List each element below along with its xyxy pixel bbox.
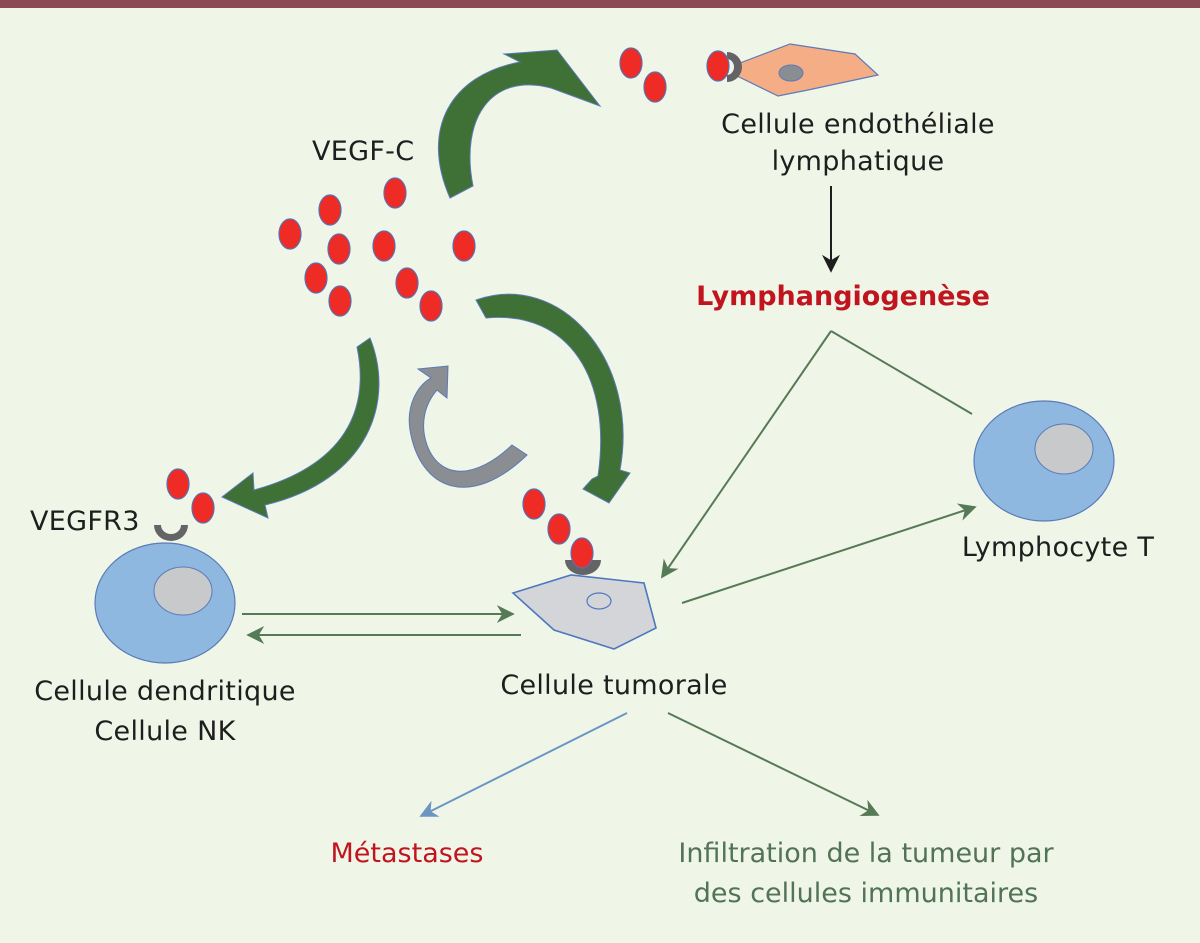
label-endothelial-line2: lymphatique <box>772 146 945 177</box>
lymphocyte-nucleus <box>1034 423 1094 475</box>
vegf-dot <box>522 488 546 520</box>
arrow-tumor-to-infiltration <box>667 712 880 817</box>
label-vegfr3: VEGFR3 <box>30 506 140 537</box>
curved-arrow-to-endothelial <box>437 49 602 199</box>
dendritic-nucleus <box>153 566 213 616</box>
vegf-dot <box>328 285 352 317</box>
vegf-dot <box>191 492 215 524</box>
label-tumor-cell: Cellule tumorale <box>500 670 727 701</box>
label-lymphocyte-t: Lymphocyte T <box>962 532 1155 563</box>
vegf-dot <box>304 262 328 294</box>
vegf-dot <box>278 218 302 250</box>
vegf-dot <box>327 233 351 265</box>
label-dendritic-line2: Cellule NK <box>94 716 236 747</box>
endothelial-nucleus <box>778 64 804 82</box>
label-infiltration-line1: Infiltration de la tumeur par <box>678 838 1054 869</box>
vegf-dot <box>383 177 407 209</box>
receptor-icon <box>727 52 742 82</box>
dendritic-cell <box>94 542 236 664</box>
arrow-tumor-to-lymphocyte <box>681 503 977 604</box>
vegf-dot <box>166 468 190 500</box>
curved-arrow-to-dendritic <box>221 337 380 519</box>
label-lymphangiogenesis: Lymphangiogenèse <box>696 281 990 312</box>
curved-arrow-tumor-to-vegf <box>408 365 528 488</box>
vegf-dot <box>619 47 643 79</box>
label-vegf-c: VEGF-C <box>312 136 414 167</box>
arrow-lymphangiogenesis-to-tumor <box>660 330 832 579</box>
vegf-c-molecules <box>278 177 476 322</box>
tumor-cell <box>511 537 657 650</box>
curved-arrow-to-tumor <box>475 293 631 504</box>
vegf-dot <box>419 290 443 322</box>
vegf-dot <box>452 230 476 262</box>
vegf-dot <box>570 537 594 569</box>
vegf-dot <box>706 50 730 82</box>
vegfr3-receptor-icon <box>154 525 188 541</box>
label-infiltration-line2: des cellules immunitaires <box>694 878 1038 909</box>
vegf-dot <box>643 71 667 103</box>
label-metastases: Métastases <box>331 838 484 869</box>
vegf-dot <box>547 513 571 545</box>
lymphocyte-t-cell <box>973 400 1115 522</box>
label-dendritic-line1: Cellule dendritique <box>34 676 296 707</box>
line-lymphangiogenesis-to-lymphocyte <box>830 330 973 415</box>
vegf-dot <box>372 230 396 262</box>
vegf-dot <box>395 267 419 299</box>
tumor-nucleus <box>586 592 612 610</box>
endothelial-cell <box>706 43 880 97</box>
label-endothelial-line1: Cellule endothéliale <box>721 109 995 140</box>
arrow-tumor-to-metastases <box>419 712 628 817</box>
top-border-bar <box>0 0 1200 8</box>
vegf-dot <box>318 194 342 226</box>
